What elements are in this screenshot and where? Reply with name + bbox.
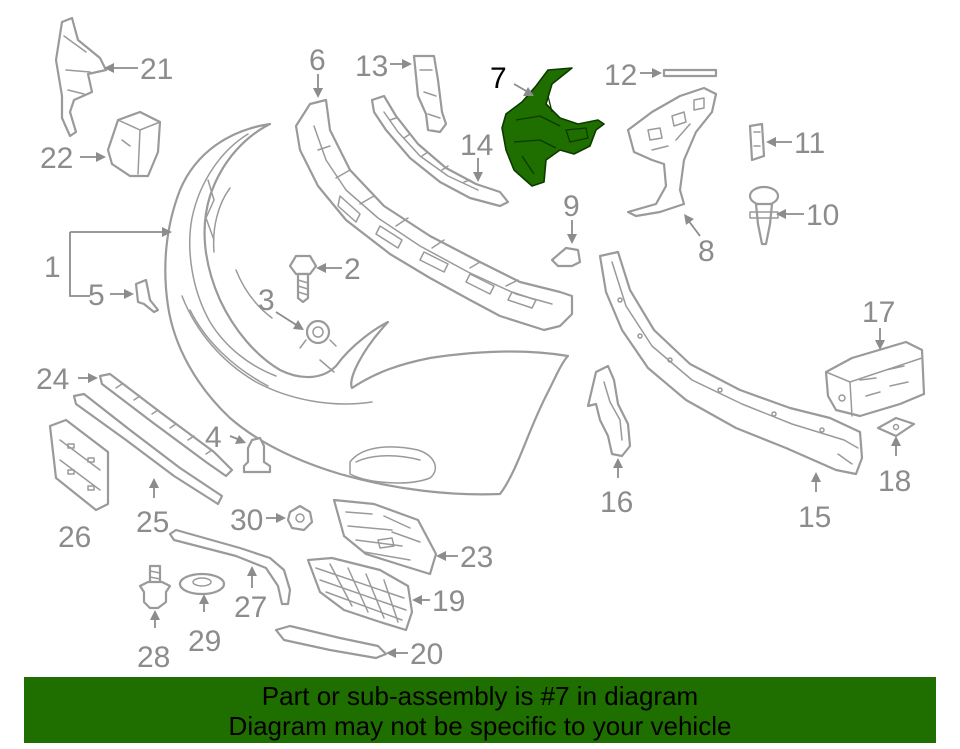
part-17-drawing [824, 340, 926, 418]
part-13-drawing [412, 54, 448, 134]
part-12-drawing [662, 68, 718, 78]
part-28-drawing [138, 564, 172, 610]
info-banner: Part or sub-assembly is #7 in diagram Di… [24, 677, 936, 743]
banner-line-2: Diagram may not be specific to your vehi… [228, 711, 732, 741]
callout-27: 27 [234, 591, 267, 624]
leader-9 [567, 220, 577, 244]
callout-15: 15 [798, 501, 831, 534]
part-8-drawing [626, 86, 718, 218]
leader-5 [110, 289, 134, 299]
leader-13 [390, 59, 412, 69]
leader-16 [613, 458, 623, 478]
part-14-drawing [370, 94, 510, 208]
leader-23 [436, 551, 458, 561]
callout-6: 6 [309, 44, 326, 77]
part-27-drawing [168, 528, 292, 606]
leader-30 [266, 513, 286, 523]
callout-17: 17 [862, 296, 895, 329]
leader-4 [229, 435, 246, 444]
leader-21 [104, 63, 138, 73]
part-20-drawing [274, 624, 388, 660]
callout-1: 1 [44, 251, 61, 284]
callout-11: 11 [794, 127, 825, 160]
leader-18 [891, 436, 901, 456]
part-29-drawing [178, 572, 226, 596]
callout-24: 24 [36, 363, 69, 396]
leader-11 [766, 137, 792, 147]
leader-24 [78, 373, 98, 383]
part-5-drawing [134, 278, 160, 314]
part-21-drawing [54, 16, 108, 138]
leader-1 [69, 227, 172, 297]
leader-19 [412, 595, 430, 605]
banner-line-1: Part or sub-assembly is #7 in diagram [261, 681, 699, 711]
part-10-drawing [748, 185, 780, 246]
callout-14: 14 [460, 129, 493, 162]
part-16-drawing [586, 364, 632, 458]
leader-22 [80, 152, 106, 162]
callout-9: 9 [563, 190, 580, 223]
leader-15 [811, 472, 821, 492]
leader-6 [313, 74, 323, 98]
leader-14 [473, 158, 483, 182]
callout-21: 21 [140, 53, 173, 86]
part-3-drawing [299, 319, 337, 349]
part-4-drawing [242, 436, 272, 474]
callout-19: 19 [432, 585, 465, 618]
part-6-drawing [294, 98, 574, 332]
part-2-drawing [288, 254, 318, 304]
callout-20: 20 [410, 638, 443, 671]
leader-7 [513, 83, 534, 96]
part-11-drawing [748, 122, 766, 162]
callout-30: 30 [230, 504, 263, 537]
callout-29: 29 [188, 625, 221, 658]
part-24-drawing [98, 372, 234, 478]
part-22-drawing [106, 110, 162, 178]
part-19-drawing [306, 556, 414, 632]
leader-10 [776, 209, 804, 219]
part-23-drawing [332, 498, 438, 576]
leader-8 [684, 214, 701, 237]
part-9-drawing [550, 246, 582, 268]
callout-10: 10 [806, 199, 839, 232]
leader-25 [149, 478, 159, 498]
callout-18: 18 [878, 465, 911, 498]
callout-5: 5 [88, 279, 105, 312]
callout-25: 25 [136, 506, 169, 539]
part-25-drawing [72, 392, 224, 506]
part-7-drawing [501, 67, 605, 187]
leader-17 [875, 328, 885, 350]
callout-13: 13 [355, 50, 388, 83]
callout-2: 2 [344, 253, 361, 286]
part-30-drawing [286, 504, 314, 532]
callout-7: 7 [490, 62, 507, 95]
leader-12 [640, 68, 662, 78]
leader-2 [316, 263, 342, 273]
leader-28 [150, 610, 160, 628]
leader-3 [275, 311, 304, 330]
part-1-drawing [164, 122, 570, 496]
callout-8: 8 [698, 235, 715, 268]
callout-4: 4 [205, 421, 222, 454]
callout-3: 3 [258, 284, 275, 317]
callout-28: 28 [137, 641, 170, 674]
callout-23: 23 [460, 541, 493, 574]
part-26-drawing [48, 418, 110, 512]
leader-27 [247, 566, 257, 588]
callout-22: 22 [40, 142, 73, 175]
part-15-drawing [598, 250, 864, 476]
part-18-drawing [876, 416, 916, 438]
leader-20 [386, 648, 408, 658]
leader-29 [199, 594, 209, 612]
callout-12: 12 [604, 59, 637, 92]
callout-16: 16 [600, 486, 633, 519]
callout-26: 26 [58, 521, 91, 554]
